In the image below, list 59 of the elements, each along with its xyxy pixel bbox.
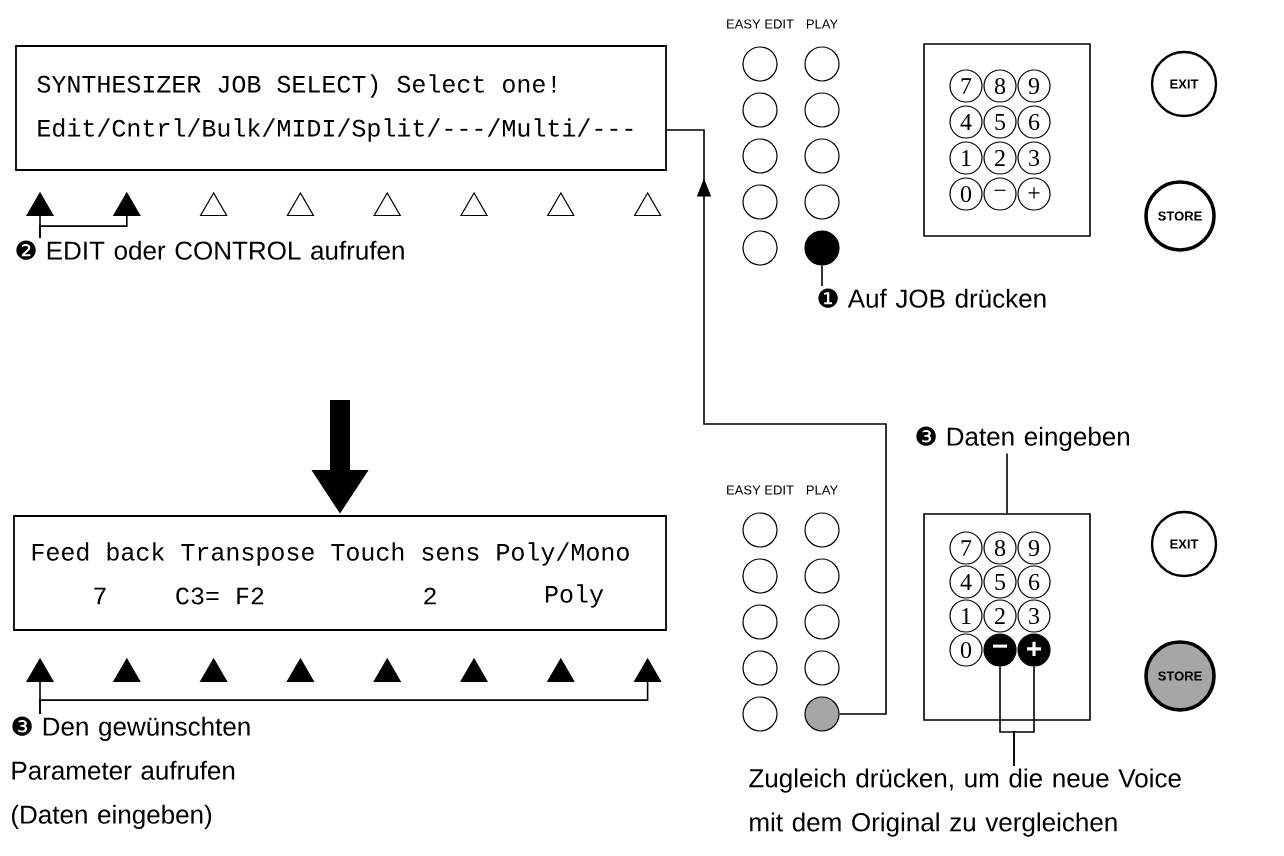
round-button bbox=[804, 138, 840, 174]
step-instruction: ❷ EDIT oder CONTROL aufrufen bbox=[16, 240, 404, 260]
key-button: 0 bbox=[949, 633, 983, 667]
leader-line bbox=[821, 264, 823, 287]
key-button: 9 bbox=[1017, 531, 1051, 565]
key-button: 8 bbox=[983, 531, 1017, 565]
key-button: 1 bbox=[949, 599, 983, 633]
round-button bbox=[742, 46, 778, 82]
leader-line bbox=[1006, 452, 1008, 514]
key-button: 0 bbox=[949, 177, 983, 211]
key-button: 6 bbox=[1017, 105, 1051, 139]
round-button bbox=[742, 184, 778, 220]
key-button: − bbox=[983, 633, 1017, 667]
connector-arrow bbox=[666, 129, 887, 715]
round-button bbox=[742, 696, 778, 732]
round-button bbox=[804, 604, 840, 640]
leader-line bbox=[1013, 665, 1035, 767]
step-instruction: ❸ Den gewünschten Parameter aufrufen (Daten eingeben) bbox=[12, 716, 250, 829]
round-button bbox=[742, 558, 778, 594]
key-button: 7 bbox=[949, 531, 983, 565]
keypad-panel bbox=[923, 513, 1091, 721]
round-button bbox=[742, 650, 778, 686]
key-button: 2 bbox=[983, 141, 1017, 175]
key-button: 3 bbox=[1017, 599, 1051, 633]
round-button bbox=[804, 558, 840, 594]
note-text: Zugleich drücken, um die neue Voice mit dem Original zu vergleichen bbox=[749, 768, 1181, 837]
round-button bbox=[804, 230, 840, 266]
key-button: 3 bbox=[1017, 141, 1051, 175]
round-button bbox=[742, 138, 778, 174]
round-button bbox=[742, 604, 778, 640]
key-button: 8 bbox=[983, 69, 1017, 103]
lcd-display: Feed back Transpose Touch sens Poly/Mono 7 C3= F2 2 Poly bbox=[13, 515, 667, 631]
key-button: + bbox=[1017, 177, 1051, 211]
key-button: 1 bbox=[949, 141, 983, 175]
key-button: − bbox=[983, 177, 1017, 211]
key-button: 6 bbox=[1017, 565, 1051, 599]
key-button: + bbox=[1017, 633, 1051, 667]
round-button bbox=[804, 512, 840, 548]
lcd-display: SYNTHESIZER JOB SELECT) Select one! Edit/Cntrl/Bulk/MIDI/Split/---/Multi/--- bbox=[15, 45, 667, 171]
round-button bbox=[804, 650, 840, 686]
round-button bbox=[804, 92, 840, 128]
round-button bbox=[742, 92, 778, 128]
leader-line bbox=[39, 215, 128, 239]
round-button bbox=[742, 512, 778, 548]
key-button: 5 bbox=[983, 565, 1017, 599]
round-button bbox=[804, 184, 840, 220]
key-button: 9 bbox=[1017, 69, 1051, 103]
keypad-panel bbox=[923, 43, 1091, 237]
key-button: 5 bbox=[983, 105, 1017, 139]
round-button bbox=[804, 696, 840, 732]
key-button: 4 bbox=[949, 105, 983, 139]
key-button: 2 bbox=[983, 599, 1017, 633]
leader-line bbox=[39, 681, 649, 715]
round-button bbox=[742, 230, 778, 266]
step-instruction: ❸ Daten eingeben bbox=[916, 426, 1129, 451]
round-button bbox=[804, 46, 840, 82]
step-instruction: ❶ Auf JOB drücken bbox=[818, 288, 1046, 308]
key-button: 7 bbox=[949, 69, 983, 103]
key-button: 4 bbox=[949, 565, 983, 599]
